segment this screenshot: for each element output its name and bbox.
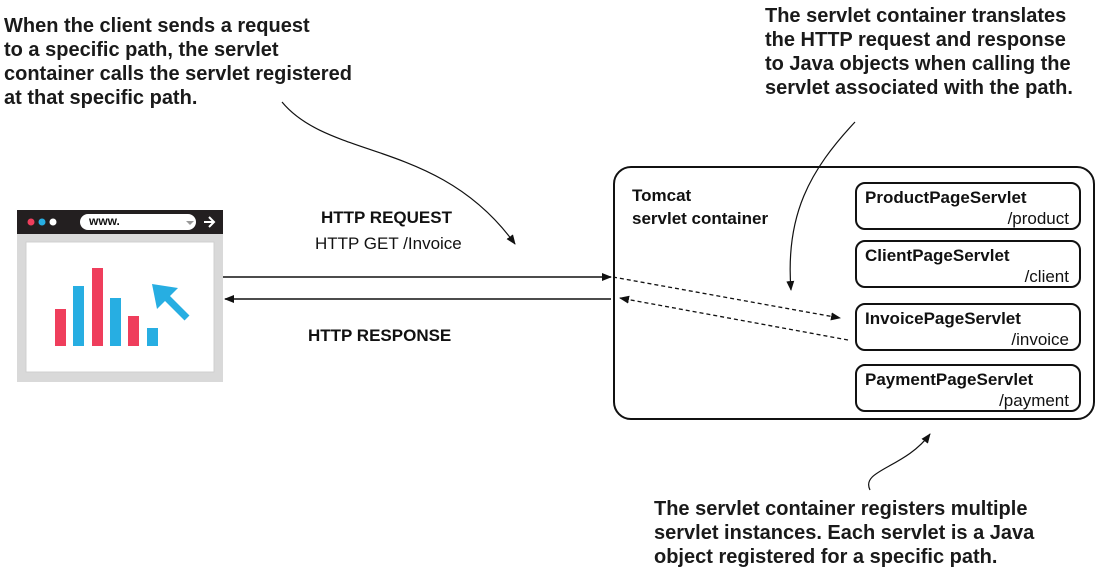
servlet-name: ProductPageServlet [865, 188, 1027, 207]
servlet-path: /product [1007, 209, 1069, 228]
servlet-product: ProductPageServlet /product [855, 182, 1081, 230]
bar-1 [55, 309, 66, 346]
window-close-dot [27, 218, 35, 226]
http-request-label: HTTP REQUEST [321, 208, 452, 227]
window-minimize-dot [38, 218, 46, 226]
callout-registration-curve [867, 433, 931, 491]
servlet-path: /client [1024, 267, 1069, 286]
servlet-payment: PaymentPageServlet /payment [855, 364, 1081, 412]
container-title-line2: servlet container [632, 209, 769, 228]
bar-5 [128, 316, 139, 346]
servlet-client: ClientPageServlet /client [855, 240, 1081, 288]
dispatch-dashed-arrow [612, 276, 841, 321]
servlet-name: InvoicePageServlet [865, 309, 1021, 328]
callout-request-curve [281, 101, 516, 245]
address-dropdown-icon [186, 221, 194, 225]
note-translation: The servlet container translates the HTT… [765, 5, 1073, 99]
bar-2 [73, 286, 84, 346]
address-url-text: www. [89, 214, 120, 228]
servlet-path: /invoice [1011, 330, 1069, 349]
servlet-name: ClientPageServlet [865, 246, 1010, 265]
callout-translation-curve [786, 121, 856, 291]
bar-4 [110, 298, 121, 346]
bar-3 [92, 268, 103, 346]
tomcat-container [613, 166, 1095, 420]
note-registration: The servlet container registers multiple… [654, 498, 1035, 568]
return-dashed-arrow [619, 295, 849, 341]
go-arrow-icon [204, 216, 216, 228]
bar-6 [147, 328, 158, 346]
servlet-name: PaymentPageServlet [865, 370, 1034, 389]
http-request-detail: HTTP GET /Invoice [315, 234, 462, 253]
http-response-label: HTTP RESPONSE [308, 326, 452, 345]
servlet-path: /payment [999, 391, 1069, 410]
cursor-arrow-icon [152, 284, 190, 321]
container-title-line1: Tomcat [632, 186, 692, 205]
note-client-request: When the client sends a request to a spe… [4, 15, 352, 109]
window-maximize-dot [49, 218, 57, 226]
servlet-invoice: InvoicePageServlet /invoice [855, 303, 1081, 351]
address-bar [80, 214, 196, 230]
